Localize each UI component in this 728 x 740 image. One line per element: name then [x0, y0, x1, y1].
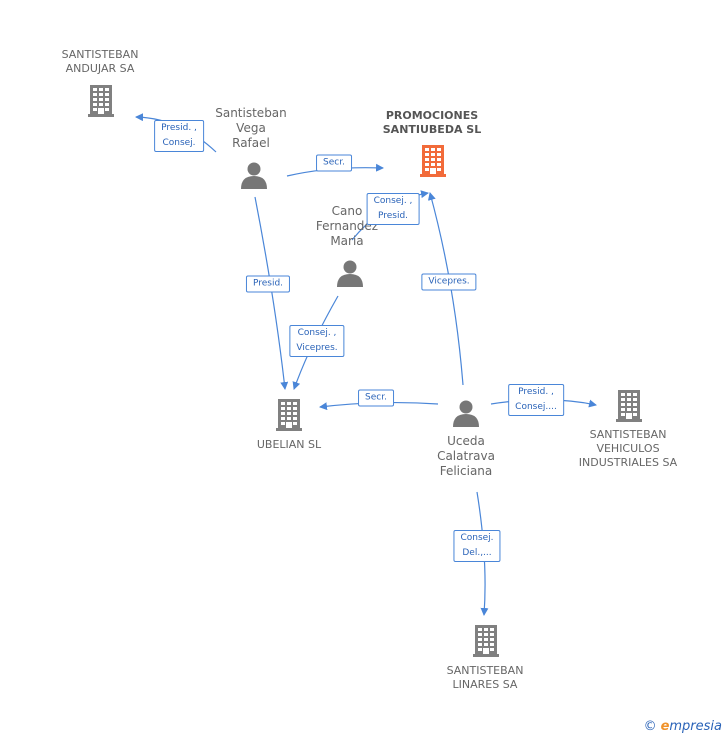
person-label-cano-fernandez[interactable]: Cano Fernandez Maria [315, 204, 379, 248]
edge-label-cano-promociones[interactable]: Consej. , Presid. [366, 193, 420, 225]
edge-label-uceda-ubelian[interactable]: Secr. [358, 389, 394, 407]
edge-label-uceda-linares[interactable]: Consej. Del.,... [453, 530, 501, 562]
edge-vega-ubelian [254, 196, 289, 390]
company-label-santisteban-linares[interactable]: SANTISTEBAN LINARES SA [446, 664, 524, 691]
edge-label-cano-ubelian[interactable]: Consej. , Vicepres. [289, 325, 345, 357]
person-label-uceda-calatrava[interactable]: Uceda Calatrava Feliciana [437, 434, 495, 478]
company-label-santisteban-vehiculos[interactable]: SANTISTEBAN VEHICULOS INDUSTRIALES SA [578, 428, 678, 469]
edge-label-vega-ubelian[interactable]: Presid. [245, 275, 291, 293]
person-label-santisteban-vega[interactable]: Santisteban Vega Rafael [215, 106, 287, 150]
person-icon-uceda-calatrava[interactable] [453, 400, 479, 428]
edge-label-uceda-promociones[interactable]: Vicepres. [421, 273, 477, 291]
edge-label-vega-promociones[interactable]: Secr. [316, 154, 352, 172]
building-icon-ubelian[interactable] [276, 399, 302, 431]
building-icon-santisteban-linares[interactable] [473, 625, 499, 657]
building-icon-santisteban-andujar[interactable] [88, 85, 114, 117]
person-icon-santisteban-vega[interactable] [241, 162, 267, 190]
company-label-santisteban-andujar[interactable]: SANTISTEBAN ANDUJAR SA [61, 48, 139, 75]
edge-label-vega-andujar[interactable]: Presid. , Consej. [154, 120, 204, 152]
company-label-promociones-santiubeda[interactable]: PROMOCIONES SANTIUBEDA SL [382, 109, 482, 136]
edge-label-uceda-vehiculos[interactable]: Presid. , Consej.... [508, 384, 564, 416]
company-label-ubelian[interactable]: UBELIAN SL [256, 438, 322, 451]
person-icon-cano-fernandez[interactable] [337, 260, 363, 288]
building-icon-promociones-santiubeda[interactable] [420, 145, 446, 177]
empresia-watermark: ©empresia [643, 719, 722, 734]
building-icon-santisteban-vehiculos[interactable] [616, 390, 642, 422]
copyright-icon: © [643, 719, 657, 734]
